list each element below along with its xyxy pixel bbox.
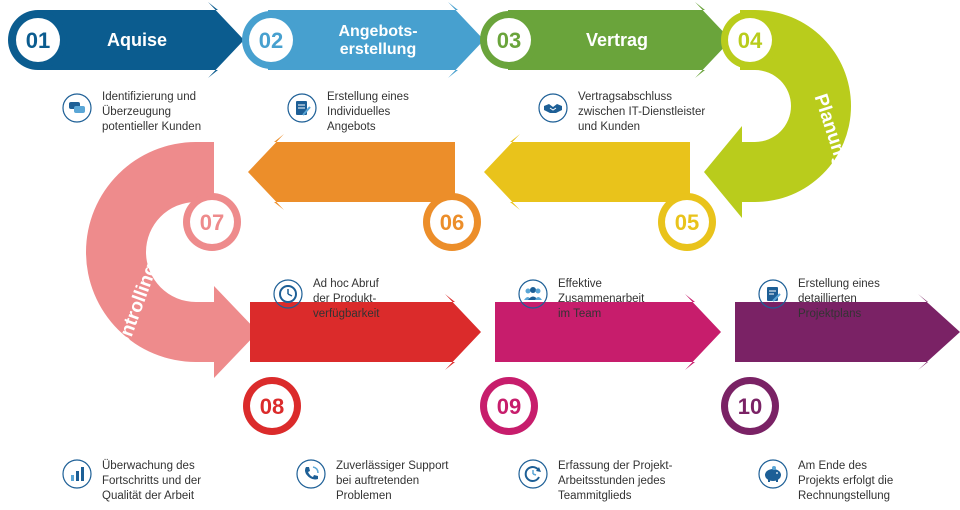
stage-10-arrow xyxy=(735,294,960,370)
clock-icon xyxy=(273,279,303,309)
stage-03-description: Vertragsabschluss zwischen IT-Dienstleis… xyxy=(578,91,706,133)
stage-02-description: Erstellung eines Individuelles Angebots xyxy=(327,91,409,133)
chat-icon xyxy=(62,93,92,123)
stage-02-label-line2: erstellung xyxy=(340,41,416,58)
stage-04-number: 04 xyxy=(738,28,763,53)
stage-06-arrow xyxy=(248,134,455,210)
stage-04-description: Erstellung eines detaillierten Projektpl… xyxy=(798,278,880,320)
stage-09-description: Erfassung der Projekt- Arbeitsstunden je… xyxy=(558,460,673,502)
stage-10-label-line2: stellung xyxy=(819,407,880,424)
stage-09-label-line1: Projektzeit- xyxy=(573,389,659,406)
stage-07-curve xyxy=(86,142,218,362)
handshake-icon xyxy=(538,93,568,123)
stage-04-arrowhead xyxy=(704,126,742,218)
stage-09-arrow xyxy=(495,294,721,370)
stage-08-label: Support xyxy=(344,397,413,417)
stage-07-arrowhead xyxy=(214,286,258,378)
time-tracking-icon xyxy=(518,459,548,489)
stage-04-badge: 04 xyxy=(721,11,779,69)
stage-05-label: Teamwork xyxy=(541,213,630,233)
stage-01-arrow xyxy=(8,2,244,78)
team-icon xyxy=(518,279,548,309)
stage-01-badge: 01 xyxy=(9,11,67,69)
stage-01-label: Aquise xyxy=(107,30,167,50)
stage-09-badge: 09 xyxy=(480,377,538,435)
stage-05-arrow xyxy=(484,134,690,210)
stage-07-badge: 07 xyxy=(183,193,241,251)
stage-02-label-line1: Angebots- xyxy=(338,23,417,40)
piggy-bank-icon xyxy=(758,459,788,489)
stage-08-number: 08 xyxy=(260,394,284,419)
stage-10-label-line1: Rechnungs- xyxy=(804,389,896,406)
stage-07-number: 07 xyxy=(200,210,224,235)
stage-10-description: Am Ende des Projekts erfolgt die Rechnun… xyxy=(798,460,894,502)
stage-06-badge: 06 xyxy=(423,193,481,251)
stage-06-description: Ad hoc Abruf der Produkt- verfügbarkeit xyxy=(313,278,380,320)
stage-02-number: 02 xyxy=(259,28,283,53)
stage-08-badge: 08 xyxy=(243,377,301,435)
stage-01-description: Identifizierung und Überzeugung potentie… xyxy=(102,91,202,133)
bar-chart-icon xyxy=(62,459,92,489)
stage-08-arrow xyxy=(250,294,481,370)
stage-07-description: Überwachung des Fortschritts und der Qua… xyxy=(102,460,202,502)
phone-icon xyxy=(296,459,326,489)
stage-05-description: Effektive Zusammenarbeit im Team xyxy=(558,278,645,320)
stage-01-number: 01 xyxy=(26,28,50,53)
stage-05-badge: 05 xyxy=(658,193,716,251)
stage-10-number: 10 xyxy=(738,394,762,419)
document-edit-icon xyxy=(287,93,317,123)
stage-09-number: 09 xyxy=(497,394,521,419)
stage-03-number: 03 xyxy=(497,28,521,53)
stage-06-number: 06 xyxy=(440,210,464,235)
stage-03-badge: 03 xyxy=(480,11,538,69)
stage-03-arrow xyxy=(508,2,731,78)
stage-02-arrow xyxy=(268,2,484,78)
stage-06-label: Verfügbarkeit xyxy=(285,213,400,233)
stage-10-badge: 10 xyxy=(721,377,779,435)
stage-03-label: Vertrag xyxy=(586,30,648,50)
plan-icon xyxy=(758,279,788,309)
stage-09-label-line2: erfassung xyxy=(578,407,654,424)
stage-08-description: Zuverlässiger Support bei auftretenden P… xyxy=(336,460,449,502)
stage-02-badge: 02 xyxy=(242,11,300,69)
stage-05-number: 05 xyxy=(675,210,699,235)
